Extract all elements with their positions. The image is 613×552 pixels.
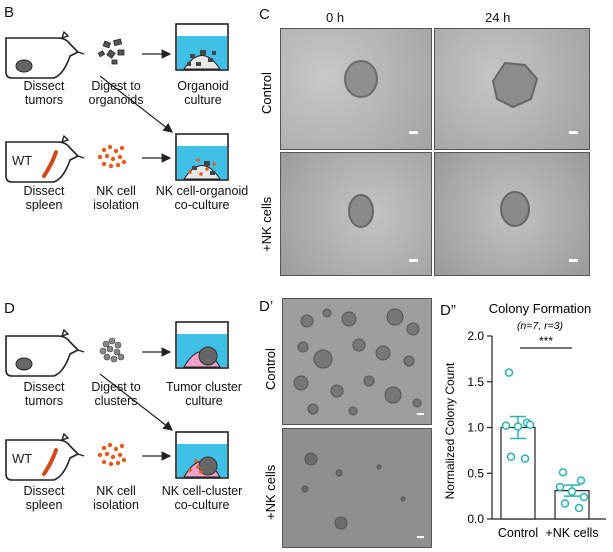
data-point (506, 452, 516, 462)
data-point (579, 492, 589, 502)
nk-cells-icon (97, 442, 127, 467)
data-point (560, 499, 570, 508)
cluster-culture-dish-icon (175, 321, 229, 369)
wt-label: WT (12, 153, 32, 168)
x-tick-label: Control (498, 526, 538, 540)
data-point (520, 454, 530, 463)
d-step-dissect-tumors: Dissect tumors (23, 380, 65, 408)
micrograph-clusters-control (282, 298, 432, 425)
data-point (513, 422, 523, 431)
tumor-clusters-icon (99, 337, 125, 363)
data-point (574, 503, 584, 513)
micrograph-control-0h (280, 28, 432, 150)
data-point (567, 487, 577, 496)
y-tick-label: 0.0 (467, 512, 484, 526)
b-step-organoid-culture: Organoid culture (177, 79, 229, 107)
data-point (501, 421, 511, 430)
panel-label-b: B (4, 4, 15, 21)
b-step-dissect-tumors: Dissect tumors (23, 79, 65, 107)
d-step-dissect-spleen: Dissect spleen (23, 484, 65, 512)
data-point (525, 420, 535, 430)
svg-text:Control: Control (259, 72, 274, 114)
d-step-cluster-culture: Tumor cluster culture (166, 380, 242, 408)
d-step-coculture: NK cell-cluster co-culture (161, 484, 243, 512)
mouse-tumor-icon (5, 328, 85, 377)
micrograph-nk-0h (280, 152, 432, 276)
micrograph-nk-24h (434, 152, 590, 276)
y-tick-label: 1.0 (467, 421, 484, 435)
mouse-wt-icon (5, 432, 85, 481)
cluster-coculture-dish-icon (175, 431, 229, 479)
nk-cells-icon (97, 144, 127, 169)
c-col-label-24h: 24 h (485, 10, 511, 25)
b-step-coculture: NK cell-organoid co-culture (155, 184, 249, 212)
c-col-label-0h: 0 h (326, 10, 345, 25)
panel-d-schematic: WT (5, 321, 229, 481)
c-row-label-nk: +NK cells (259, 196, 274, 252)
d-step-nk-isolation: NK cell isolation (93, 484, 139, 512)
b-step-digest: Digest to organoids (88, 79, 144, 107)
svg-text:+NK cells: +NK cells (259, 196, 274, 252)
b-step-dissect-spleen: Dissect spleen (23, 184, 65, 212)
coculture-dish-icon (175, 133, 229, 181)
y-tick-label: 1.5 (467, 375, 484, 389)
panel-b-schematic: WT (5, 23, 229, 183)
d-step-digest: Digest to clusters (91, 380, 141, 408)
data-point (576, 476, 586, 485)
dp-row-label-control: Control (263, 348, 278, 390)
panel-label-d-double-prime: D” (440, 302, 456, 319)
panel-label-d-prime: D’ (259, 298, 274, 315)
x-tick-label: +NK cells (545, 526, 598, 540)
colony-formation-chart: Colony Formation (n=7, r=3) Normalized C… (443, 301, 606, 540)
wt-label: WT (12, 451, 32, 466)
svg-text:+NK cells: +NK cells (263, 464, 278, 520)
svg-text:Control: Control (263, 348, 278, 390)
significance-label: *** (539, 334, 553, 348)
c-row-label-control: Control (259, 72, 274, 114)
organoid-fragments-icon (97, 38, 125, 65)
y-tick-label: 0.5 (467, 466, 484, 480)
micrograph-clusters-nk (282, 428, 432, 548)
micrograph-control-24h (434, 28, 590, 150)
data-point (558, 468, 568, 477)
mouse-tumor-icon (5, 30, 85, 79)
y-tick-label: 2.0 (467, 329, 484, 343)
data-point (504, 368, 514, 377)
panel-label-d: D (4, 300, 15, 317)
y-axis-label: Normalized Colony Count (443, 362, 457, 499)
dp-row-label-nk: +NK cells (263, 464, 278, 520)
chart-subtitle: (n=7, r=3) (517, 320, 563, 332)
chart-title: Colony Formation (489, 301, 592, 316)
mouse-wt-icon (5, 134, 85, 183)
organoid-culture-dish-icon (175, 23, 229, 71)
bar-0 (500, 426, 536, 520)
panel-label-c: C (259, 6, 270, 23)
data-point (555, 482, 565, 492)
b-step-nk-isolation: NK cell isolation (93, 184, 139, 212)
